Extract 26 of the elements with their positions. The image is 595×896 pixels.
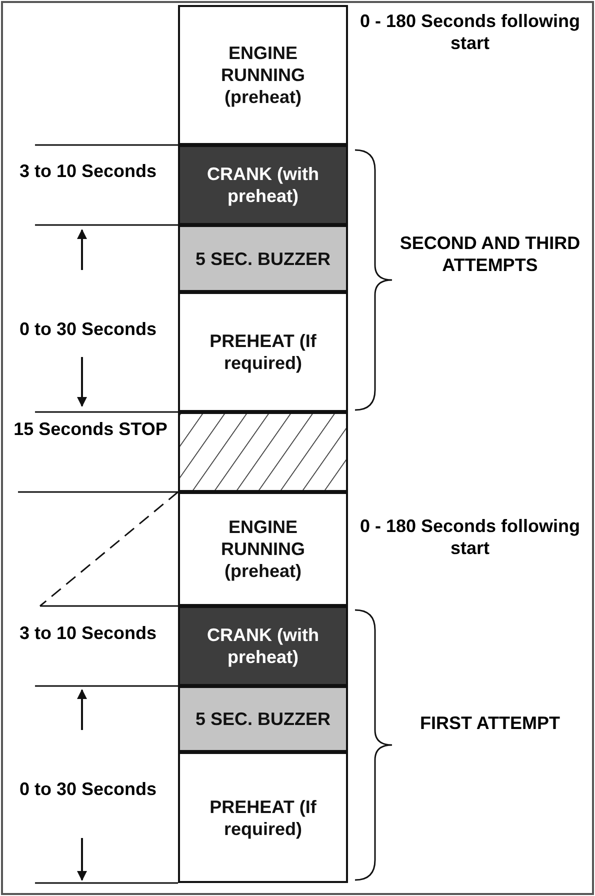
- time-label: 0 to 30 Seconds: [18, 778, 158, 800]
- band-label: CRANK (with preheat): [206, 624, 320, 668]
- band-label: 5 SEC. BUZZER: [194, 248, 332, 270]
- time-label: 3 to 10 Seconds: [18, 622, 158, 644]
- time-label: 3 to 10 Seconds: [18, 160, 158, 182]
- band-label: ENGINE RUNNING (preheat): [220, 516, 306, 582]
- band-label: 5 SEC. BUZZER: [194, 708, 332, 730]
- time-label: 15 Seconds STOP: [12, 418, 168, 440]
- timeline-band: [178, 492, 348, 606]
- duration-label: 0 - 180 Seconds following start: [358, 515, 582, 559]
- timeline-band: [178, 292, 348, 412]
- band-label: PREHEAT (If required): [208, 796, 318, 840]
- band-label: ENGINE RUNNING (preheat): [220, 42, 306, 108]
- attempt-label: SECOND AND THIRD ATTEMPTS: [398, 232, 582, 276]
- attempt-label: FIRST ATTEMPT: [419, 712, 561, 734]
- buzzer-band: [178, 225, 348, 292]
- buzzer-band: [178, 686, 348, 752]
- crank-band: [178, 145, 348, 225]
- time-label: 0 to 30 Seconds: [18, 318, 158, 340]
- timeline-band: [178, 752, 348, 883]
- timeline-band: [178, 5, 348, 145]
- hatched-band: [178, 412, 348, 492]
- duration-label: 0 - 180 Seconds following start: [358, 10, 582, 54]
- crank-band: [178, 606, 348, 686]
- band-label: CRANK (with preheat): [206, 163, 320, 207]
- band-label: PREHEAT (If required): [208, 330, 318, 374]
